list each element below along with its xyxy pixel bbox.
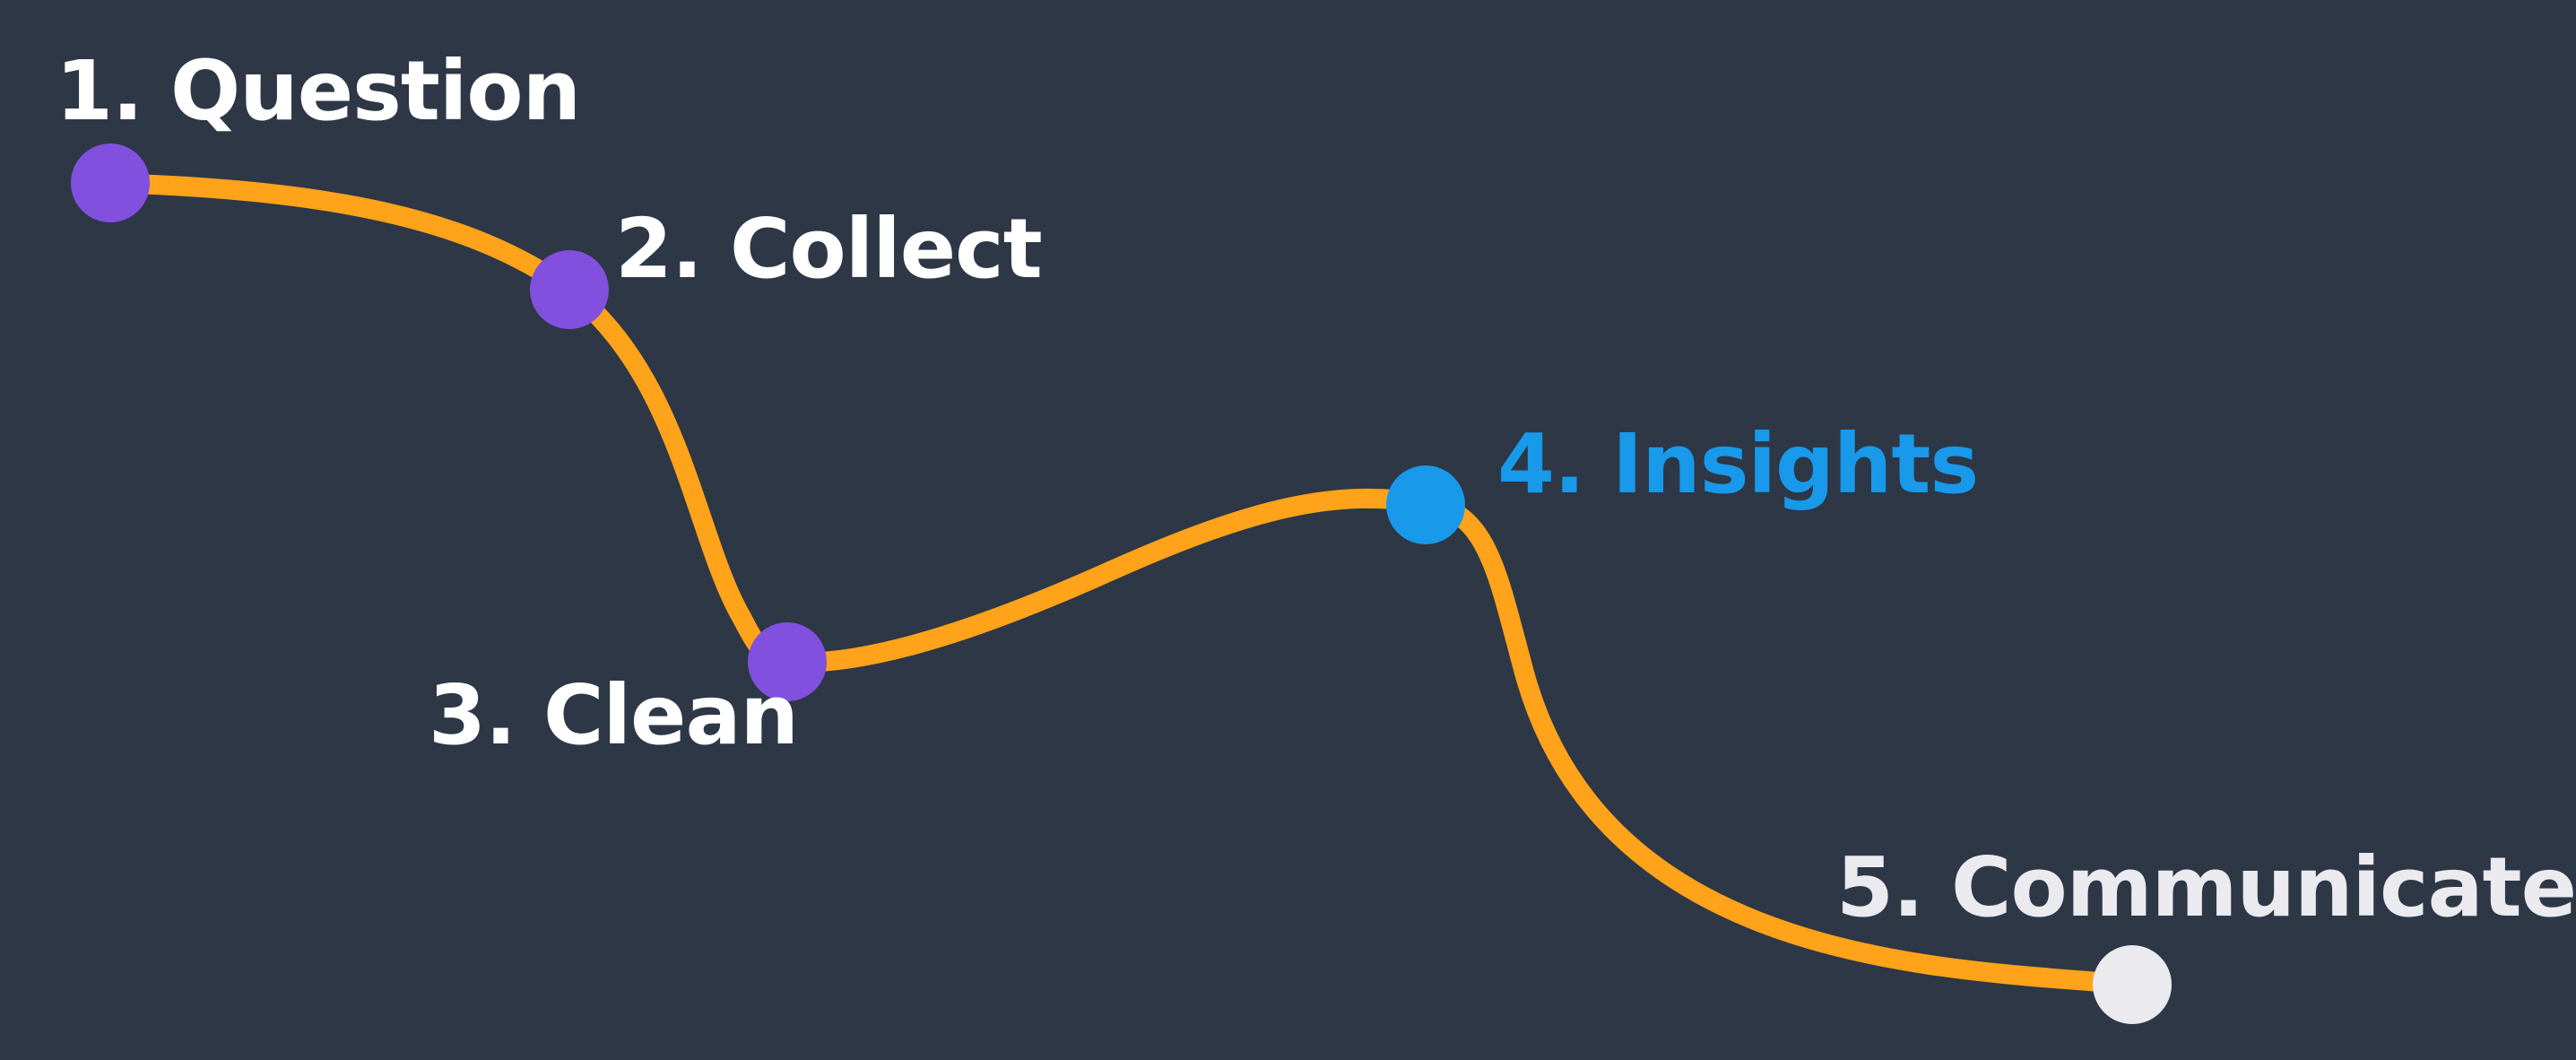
step-node-insights [1386,465,1465,544]
step-node-communicate [2093,945,2172,1024]
step-node-collect [530,250,609,329]
workflow-diagram [71,143,2172,1024]
step-label-insights: 4. Insights [1497,416,1979,512]
step-label-clean: 3. Clean [429,667,799,763]
step-label-question: 1. Question [56,43,581,139]
workflow-path [100,173,2142,995]
step-node-clean [748,622,827,701]
step-label-collect: 2. Collect [615,201,1043,297]
step-node-question [71,143,150,222]
step-label-communicate: 5. Communicate [1836,839,2576,935]
